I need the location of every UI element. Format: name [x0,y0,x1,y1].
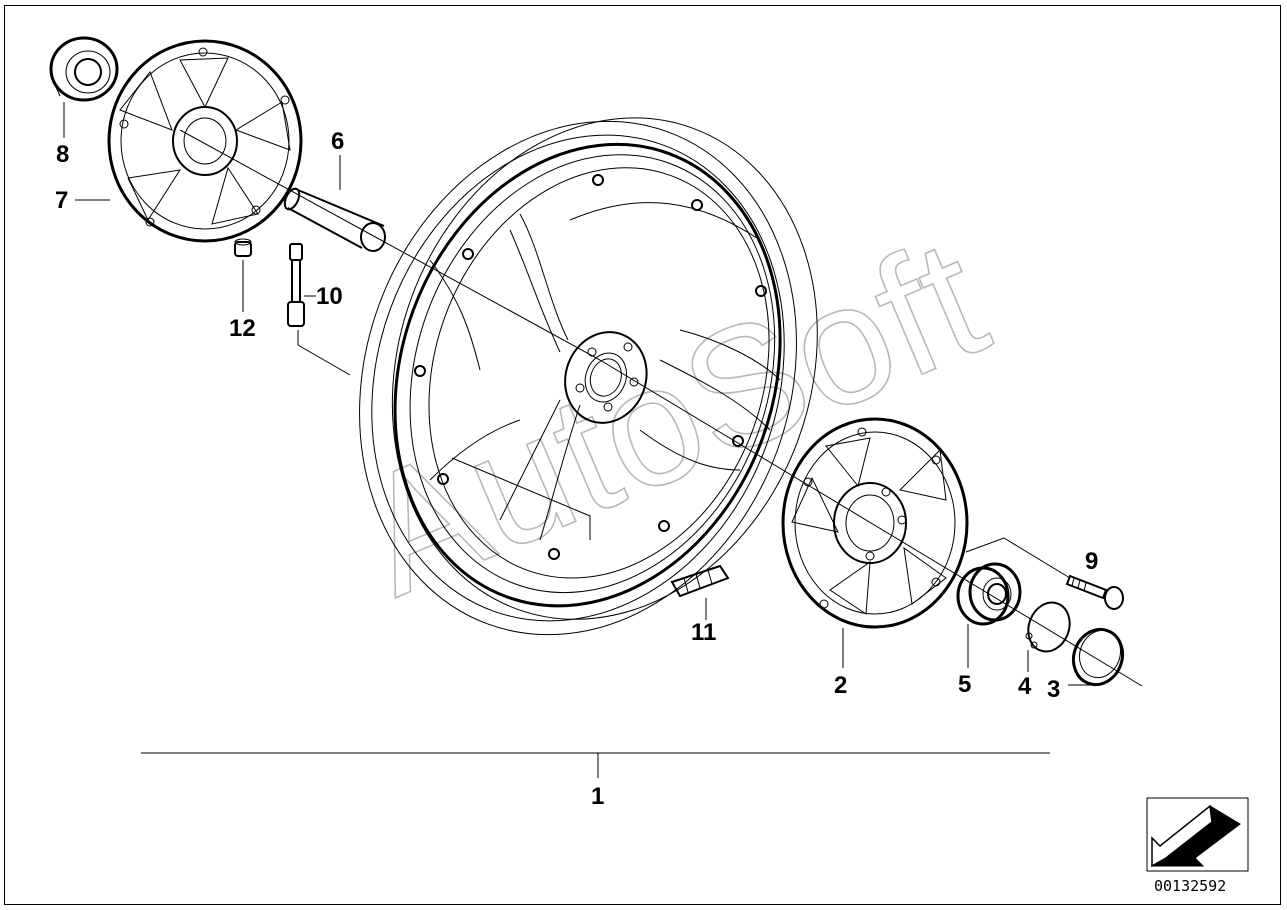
callout-2: 2 [834,672,847,699]
callout-10: 10 [316,283,343,310]
left-flange[interactable] [107,39,303,243]
callout-11: 11 [691,619,716,646]
figure-code: 00132592 [1154,877,1226,895]
leader-lines [63,102,1143,778]
wheel-spokes [429,202,781,541]
callout-5: 5 [958,671,971,698]
diagram-frame [4,5,1281,905]
bolt[interactable] [1065,574,1124,610]
callout-8: 8 [56,141,69,168]
callout-12: 12 [229,315,256,342]
svg-text:AutoSoft: AutoSoft [335,202,1010,632]
seal-ring[interactable] [1066,622,1130,691]
main-wheel[interactable] [289,48,886,702]
circlip[interactable] [1022,597,1077,658]
valve-cap[interactable] [234,238,252,257]
right-bearing[interactable] [956,562,1022,626]
callout-4: 4 [1018,673,1032,700]
balance-weight[interactable] [670,564,730,598]
left-bearing[interactable] [49,36,119,102]
rim-bolts [414,174,767,560]
callout-3: 3 [1047,676,1060,703]
spacer-sleeve[interactable] [282,186,386,252]
arrow-down-left-icon [1146,797,1249,872]
callout-7: 7 [55,187,68,214]
callout-1: 1 [591,783,604,810]
callout-6: 6 [331,128,344,155]
right-flange[interactable] [781,417,969,629]
tire-valve[interactable] [287,243,305,327]
watermark: AutoSoft [334,202,1010,633]
callouts: 1 2 3 4 5 6 7 8 9 10 11 12 [55,128,1098,810]
callout-9: 9 [1085,548,1098,575]
